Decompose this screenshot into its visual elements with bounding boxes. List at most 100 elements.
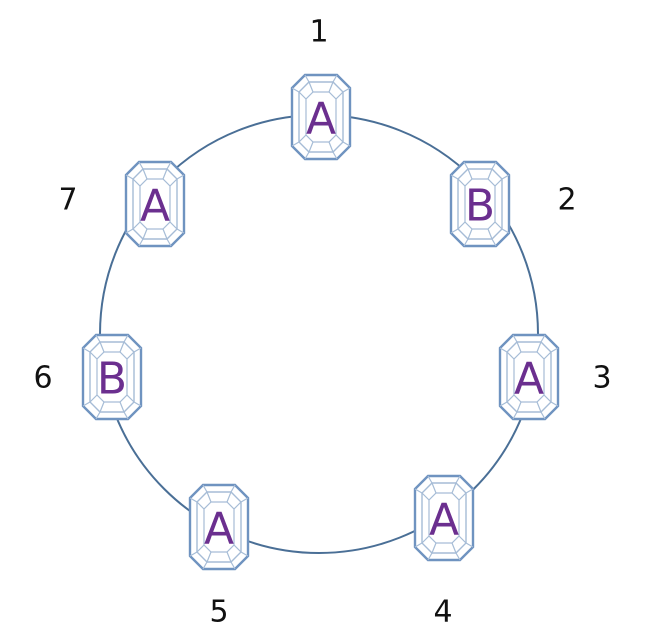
gem-facet-line — [421, 535, 430, 544]
gem-facet-line — [457, 221, 466, 230]
gem-facet-line — [308, 141, 314, 153]
position-label-3: 3 — [592, 361, 611, 396]
position-label-2: 2 — [557, 183, 576, 218]
gem-facet-line — [450, 174, 459, 180]
gem-facet-line — [298, 91, 307, 100]
gem-facet-line — [308, 81, 314, 93]
gem-facet-line — [119, 341, 125, 353]
gem-facet-line — [240, 551, 249, 557]
gem-letter: A — [204, 504, 234, 555]
gem-facet-line — [335, 91, 344, 100]
gem-facet-line — [506, 394, 515, 403]
position-label-5: 5 — [209, 595, 228, 630]
gem-facet-line — [176, 174, 185, 180]
gem-facet-line — [455, 552, 461, 561]
gem-facet-line — [328, 81, 334, 93]
gem-facet-line — [494, 221, 503, 230]
gem-facet-line — [169, 221, 178, 230]
gem-facet-line — [82, 347, 91, 353]
gem-facet-line — [467, 168, 473, 180]
gem-facet-line — [427, 552, 433, 561]
gem-facet-line — [132, 221, 141, 230]
gem-facet-line — [162, 228, 168, 240]
gem-facet-line — [138, 238, 144, 247]
gem-facet-line — [328, 141, 334, 153]
gem-facet-line — [450, 228, 459, 234]
gem-facet-line — [176, 228, 185, 234]
emerald-cut-gem-icon — [498, 333, 560, 421]
gem-facet-line — [233, 544, 242, 553]
gem-facet-line — [206, 551, 212, 563]
gem-facet-line — [166, 238, 172, 247]
gem-facet-line — [291, 141, 300, 147]
gem-facet-line — [119, 401, 125, 413]
gem-facet-line — [465, 542, 474, 548]
gem-facet-line — [427, 475, 433, 484]
gem-facet-line — [95, 411, 101, 420]
gem-facet-line — [506, 351, 515, 360]
gem-letter: A — [306, 94, 336, 145]
gem-3: A — [498, 333, 560, 421]
emerald-cut-gem-icon — [413, 474, 475, 562]
gem-facet-line — [298, 134, 307, 143]
gem-facet-line — [465, 488, 474, 494]
gem-facet-line — [512, 334, 518, 343]
gem-facet-line — [467, 228, 473, 240]
emerald-cut-gem-icon — [81, 333, 143, 421]
gem-facet-line — [169, 178, 178, 187]
gem-facet-line — [133, 347, 142, 353]
position-label-4: 4 — [433, 595, 452, 630]
gem-facet-line — [125, 228, 134, 234]
gem-facet-line — [516, 401, 522, 413]
gem-facet-line — [230, 484, 236, 493]
gem-facet-line — [421, 492, 430, 501]
gem-facet-line — [304, 74, 310, 83]
gem-facet-line — [550, 347, 559, 353]
gem-facet-line — [491, 238, 497, 247]
gem-facet-line — [463, 161, 469, 170]
gem-facet-line — [226, 551, 232, 563]
gem-2: B — [449, 160, 511, 248]
gem-facet-line — [89, 351, 98, 360]
gem-facet-line — [543, 351, 552, 360]
gem-4: A — [413, 474, 475, 562]
gem-facet-line — [142, 168, 148, 180]
gem-facet-line — [550, 401, 559, 407]
gem-facet-line — [543, 394, 552, 403]
gem-facet-line — [126, 394, 135, 403]
emerald-cut-gem-icon — [290, 73, 352, 161]
gem-7: A — [124, 160, 186, 248]
gem-facet-line — [335, 134, 344, 143]
gem-facet-line — [487, 228, 493, 240]
gem-facet-line — [162, 168, 168, 180]
position-label-1: 1 — [309, 15, 328, 50]
gem-facet-line — [499, 401, 508, 407]
gem-1: A — [290, 73, 352, 161]
gem-facet-line — [226, 491, 232, 503]
gem-facet-line — [126, 351, 135, 360]
gem-facet-line — [304, 151, 310, 160]
gem-facet-line — [540, 411, 546, 420]
emerald-cut-gem-icon — [449, 160, 511, 248]
gem-facet-line — [196, 501, 205, 510]
gem-facet-line — [99, 341, 105, 353]
gem-6: B — [81, 333, 143, 421]
gem-facet-line — [196, 544, 205, 553]
emerald-cut-gem-icon — [124, 160, 186, 248]
gem-facet-line — [536, 401, 542, 413]
gem-letter: B — [465, 181, 495, 232]
gem-facet-line — [431, 542, 437, 554]
gem-facet-line — [123, 334, 129, 343]
gem-facet-line — [487, 168, 493, 180]
gem-facet-line — [414, 542, 423, 548]
gem-facet-line — [332, 74, 338, 83]
gem-facet-line — [99, 401, 105, 413]
gem-facet-line — [463, 238, 469, 247]
gem-facet-line — [206, 491, 212, 503]
gem-facet-line — [123, 411, 129, 420]
gem-facet-line — [202, 561, 208, 570]
gem-facet-line — [142, 228, 148, 240]
gem-5: A — [188, 483, 250, 571]
gem-facet-line — [451, 482, 457, 494]
